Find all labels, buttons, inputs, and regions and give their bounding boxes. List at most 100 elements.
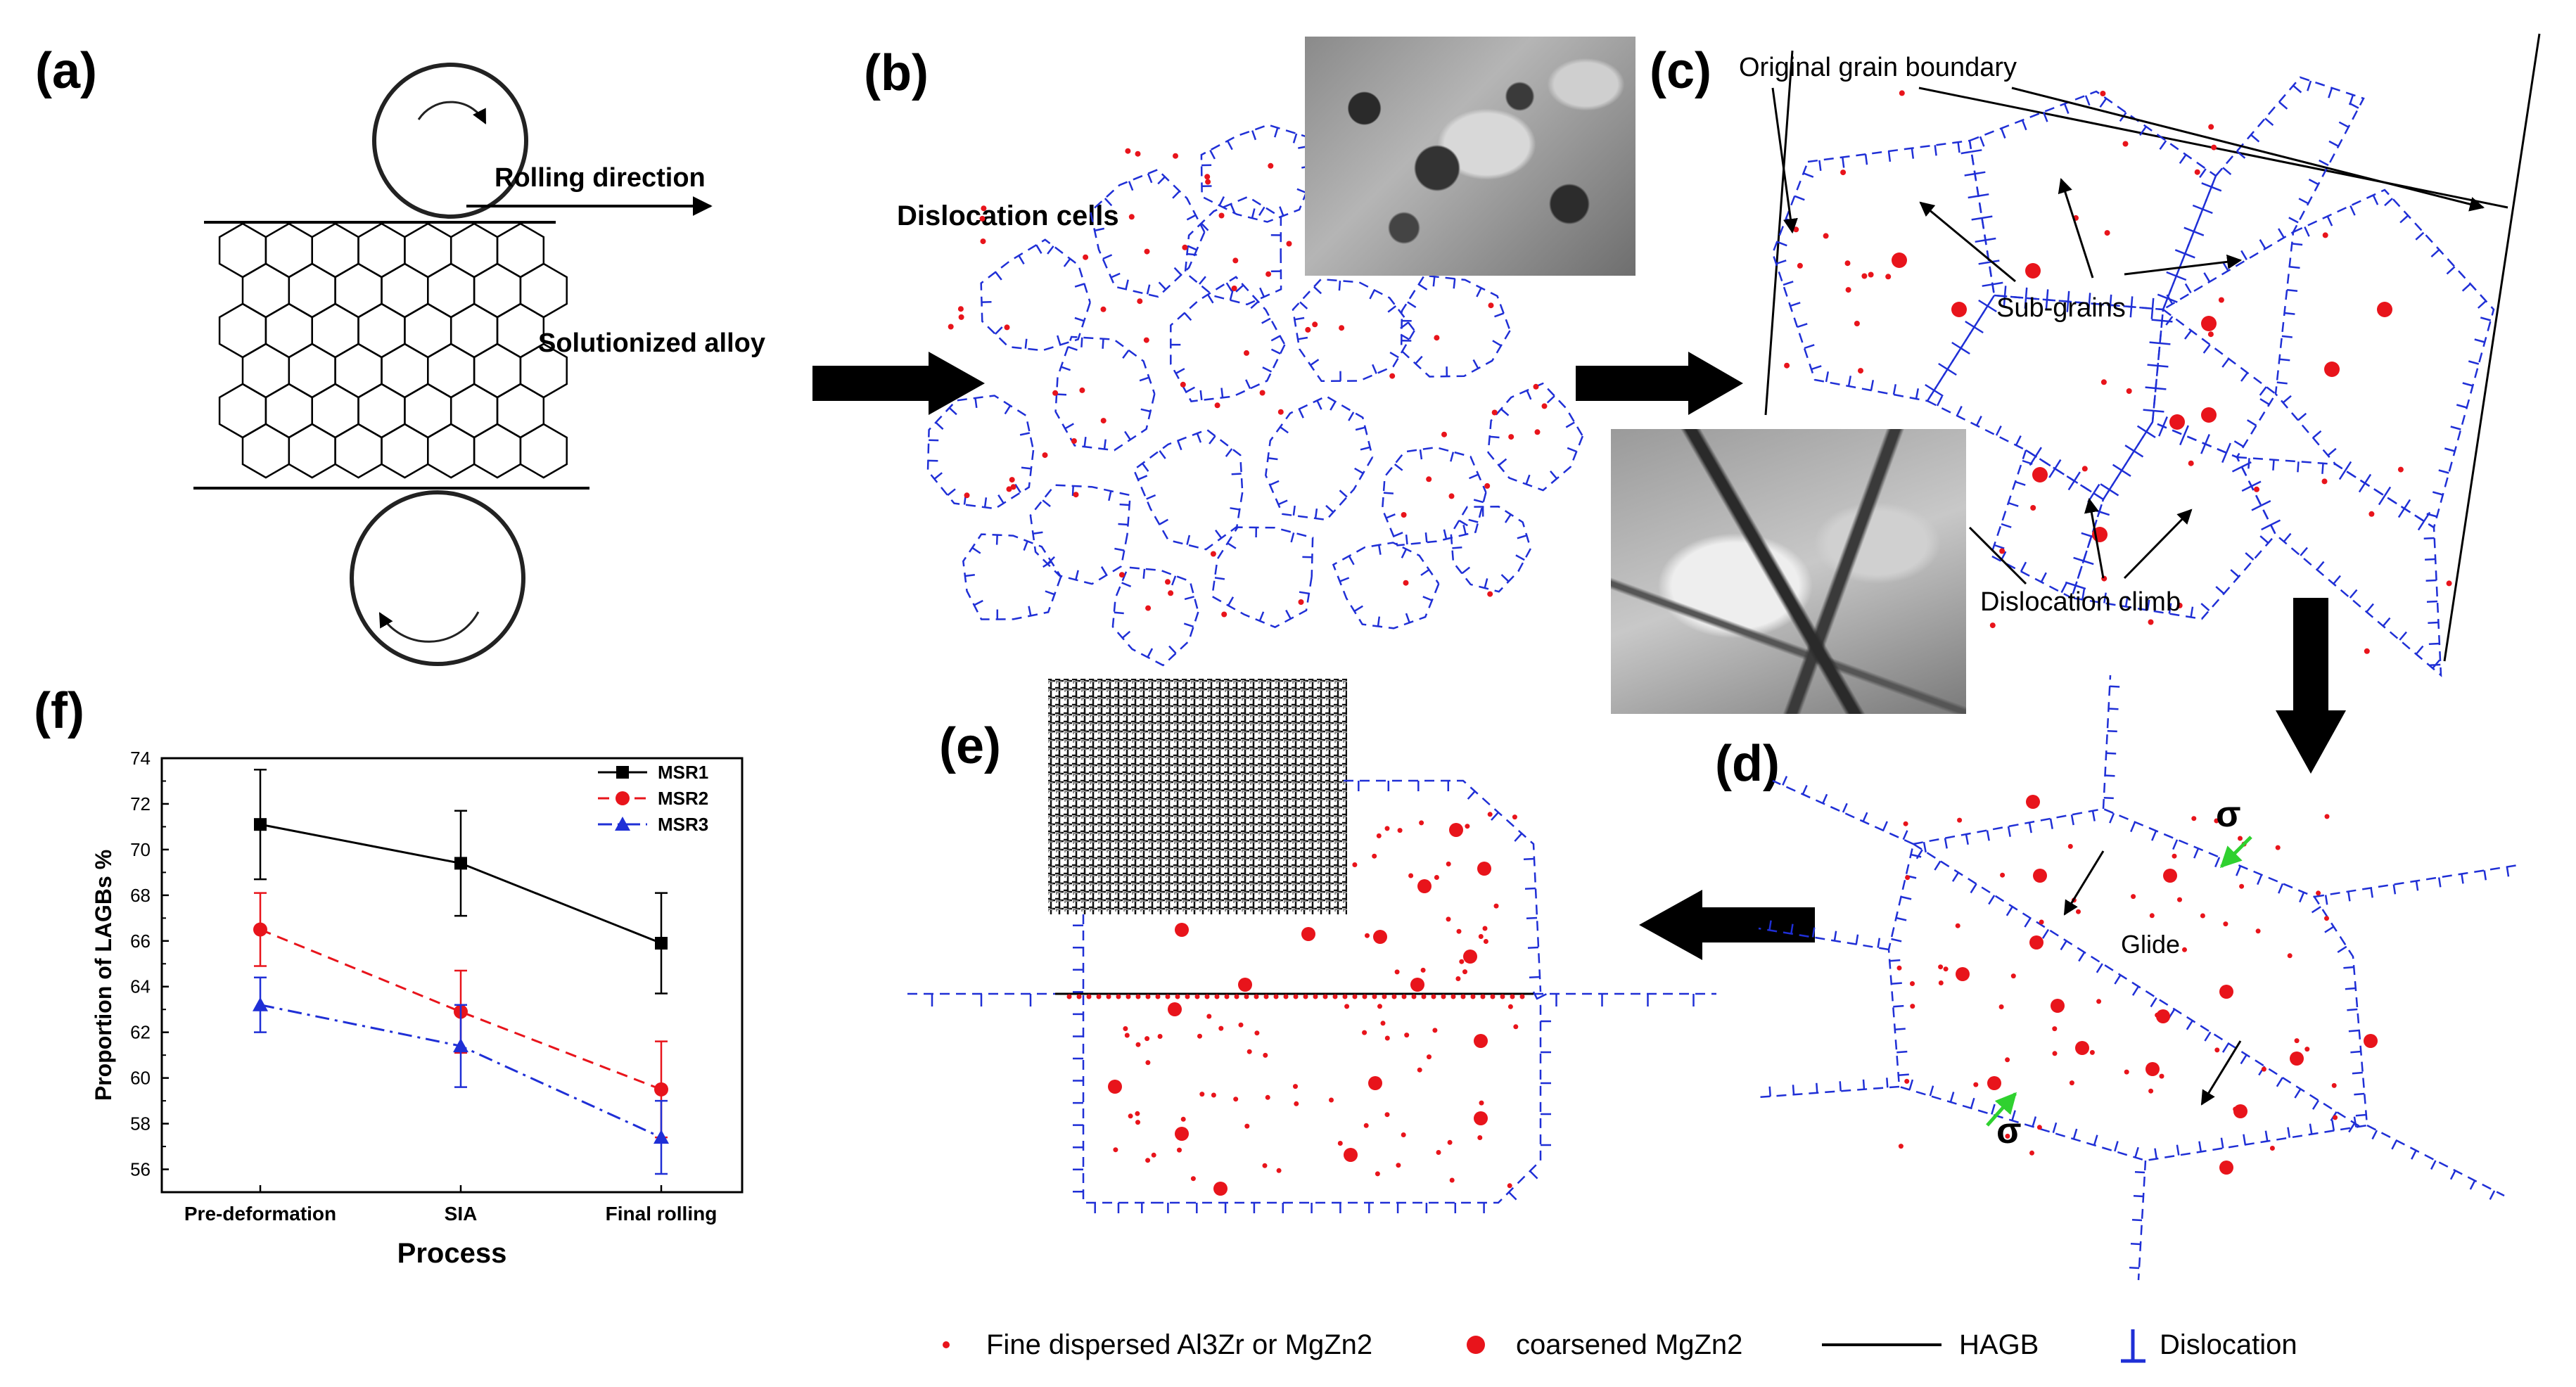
fine-precipitate [1493,903,1499,909]
fine-precipitate [2324,814,2330,819]
fine-precipitate [2104,230,2110,236]
y-tick-label: 64 [130,976,151,997]
hex-grain [218,302,267,359]
hex-grain [334,262,383,319]
fine-precipitate [1218,212,1225,219]
boundary-precipitate [1500,994,1505,999]
y-tick-label: 56 [130,1159,151,1180]
fine-precipitate [2218,297,2224,303]
fine-precipitate [2200,913,2205,919]
dislocation-wall [1758,1085,1900,1099]
data-point-MSR1 [616,766,629,779]
fine-precipitate [2052,1051,2058,1056]
legend-dislocation-text: Dislocation [2160,1329,2297,1360]
hex-grain [241,423,291,479]
coarse-precipitate [1175,1127,1189,1141]
hex-grain [357,222,406,279]
hex-grain [357,302,406,359]
fine-precipitate [2148,1088,2154,1094]
fine-precipitate [1180,381,1186,388]
boundary-precipitate [1322,994,1328,999]
fine-precipitate [1508,434,1515,440]
coarse-precipitate [2156,1009,2170,1023]
fine-precipitate [2287,953,2293,959]
dislocation-ticks [1768,920,1881,948]
fine-precipitate [2081,466,2088,472]
fine-precipitate [2397,466,2404,473]
fine-precipitate [2211,144,2217,151]
coarse-precipitate [1301,927,1315,941]
boundary-precipitate [1175,994,1180,999]
boundary-precipitate [1126,994,1131,999]
dislocation-ticks [2075,426,2271,618]
boundary-precipitate [1155,994,1161,999]
fine-precipitate [1262,1163,1268,1168]
fine-precipitate [2005,1057,2010,1063]
fine-precipitate [2067,843,2073,849]
fine-precipitate [2172,853,2177,859]
dislocation-ticks [928,397,1032,508]
boundary-precipitate [1293,994,1299,999]
fine-precipitate [1483,939,1488,944]
fine-precipitate [1868,271,1874,278]
boundary-precipitate [1480,994,1486,999]
data-point-MSR1 [655,937,668,950]
fine-precipitate [2069,1080,2074,1086]
fine-precipitate [1363,1123,1369,1128]
fine-precipitate [2030,505,2036,511]
fine-precipitate [1268,162,1274,169]
fine-precipitate [2322,232,2328,238]
hex-grain [404,302,452,359]
dislocation-ticks [1452,506,1527,589]
fine-precipitate [1905,875,1911,881]
hex-grain [427,423,476,479]
fine-precipitate [1305,326,1311,333]
chart-plot-frame [160,757,744,1194]
fine-precipitate [1100,306,1107,312]
boundary-precipitate [1106,994,1111,999]
dislocation-wall [1968,90,2217,311]
hex-grain [264,222,313,279]
fine-precipitate [1009,477,1015,483]
data-point-MSR1 [454,857,467,870]
fine-precipitate [1447,1139,1453,1145]
fine-precipitate [1190,1176,1196,1182]
fine-precipitate [1199,1092,1205,1097]
dislocation-ticks [2324,867,2510,905]
dislocation-ticks [1137,433,1242,545]
fine-precipitate [2321,478,2328,485]
data-point-MSR3 [253,997,268,1011]
fine-precipitate [1380,1021,1386,1026]
dislocation-wall [1887,807,2368,1162]
fine-precipitate [2368,511,2375,517]
dislocation-ticks [1033,485,1130,580]
flow-arrow-c-to-d [2276,598,2346,774]
boundary-precipitate [1116,994,1121,999]
fine-precipitate [1145,1158,1151,1163]
hagb-right [2443,33,2541,662]
fine-precipitate [1312,321,1318,328]
boundary-precipitate [1470,994,1476,999]
coarse-precipitate [1368,1076,1382,1090]
fine-precipitate [1221,611,1228,618]
gb-pointer-left [1771,87,1798,234]
fine-precipitate [1793,226,1799,233]
hex-grain [473,262,522,319]
boundary-precipitate [1096,994,1102,999]
fine-precipitate [2010,973,2016,979]
coarse-precipitate [1987,1076,2001,1090]
fine-precipitate [1394,969,1400,975]
coarse-precipitate [1213,1182,1228,1196]
hex-grain [449,383,499,439]
boundary-precipitate [1342,994,1348,999]
legend-label-MSR2: MSR2 [658,788,708,809]
hex-grain [519,423,568,479]
climb-pointer-1 [1968,526,2027,585]
fine-precipitate [1840,170,1847,176]
boundary-precipitate [1490,994,1496,999]
coarse-precipitate [1951,302,1967,317]
y-tick-label: 66 [130,931,151,952]
panel-d-label: (d) [1715,736,1780,792]
dislocation-wall [980,238,1091,352]
fine-precipitate [2261,1066,2266,1072]
